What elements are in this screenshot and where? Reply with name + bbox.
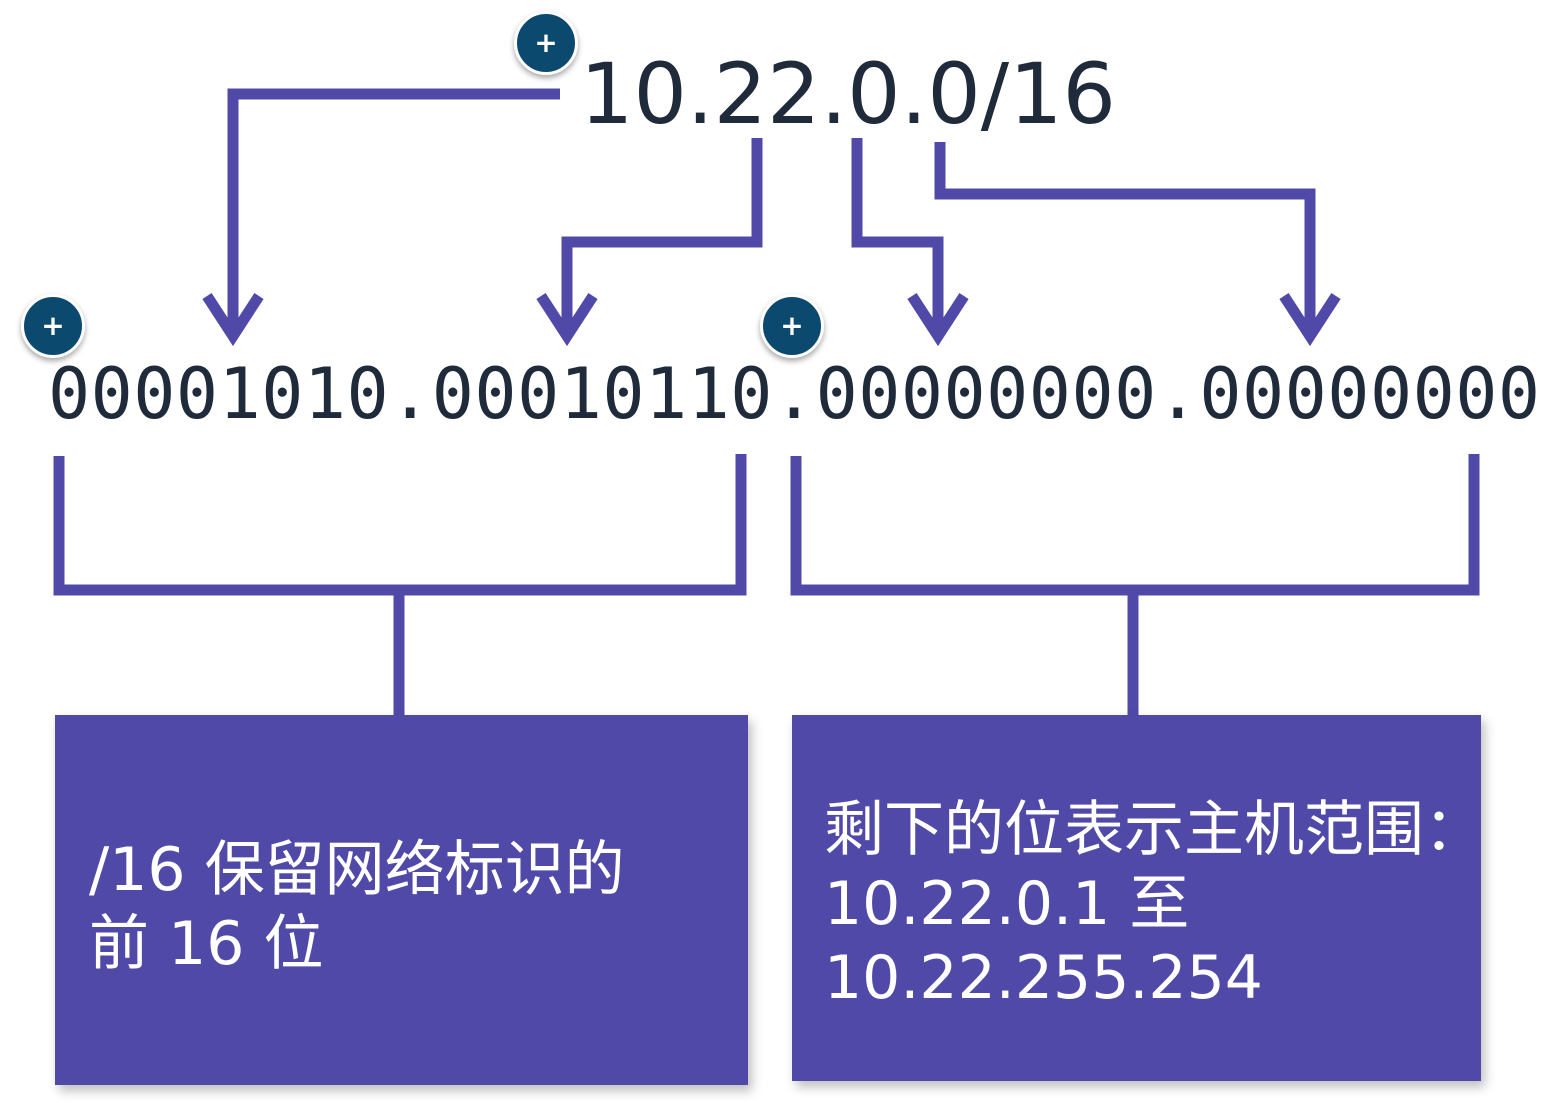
arrow-octet-4 — [934, 142, 1316, 330]
host-box-line: 剩下的位表示主机范围： — [824, 795, 1484, 865]
arrowhead-4 — [1279, 293, 1341, 347]
network-portion-box: /16 保留网络标识的 前 16 位 — [55, 715, 748, 1085]
network-box-line: 前 16 位 — [89, 909, 324, 979]
arrowhead-3 — [907, 293, 969, 347]
host-box-line: 10.22.0.1 至 — [824, 869, 1190, 939]
binary-address: 00001010.00010110.00000000.00000000 — [48, 353, 1541, 435]
bracket-network — [53, 454, 747, 596]
cidr-address: 10.22.0.0/16 — [580, 45, 1116, 143]
hotspot-plus-button-cidr[interactable]: + — [514, 11, 578, 75]
arrowhead-2 — [536, 293, 598, 347]
host-box-line: 10.22.255.254 — [824, 943, 1263, 1013]
arrow-octet-3 — [851, 138, 944, 330]
hotspot-plus-button-network[interactable]: + — [21, 294, 85, 358]
plus-icon: + — [534, 26, 558, 59]
bracket-host — [790, 454, 1480, 596]
arrow-octet-1 — [227, 88, 560, 330]
arrow-octet-2 — [561, 138, 763, 330]
host-portion-box: 剩下的位表示主机范围： 10.22.0.1 至 10.22.255.254 — [792, 715, 1484, 1081]
plus-icon: + — [780, 309, 804, 342]
network-box-line: /16 保留网络标识的 — [89, 835, 625, 905]
plus-icon: + — [41, 309, 65, 342]
arrowhead-1 — [202, 293, 264, 347]
hotspot-plus-button-host[interactable]: + — [760, 294, 824, 358]
